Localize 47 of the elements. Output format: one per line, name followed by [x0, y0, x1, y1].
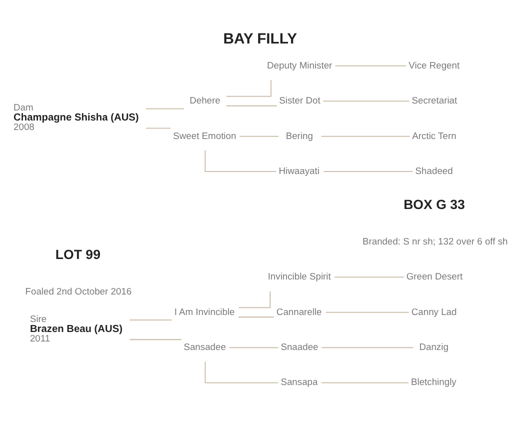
node-text: Sister Dot: [279, 96, 320, 106]
node-text: Arctic Tern: [412, 130, 456, 141]
connector: [240, 136, 279, 137]
node-text: Sansapa: [280, 377, 318, 388]
connector: [130, 339, 182, 340]
label: LOT 99: [55, 247, 100, 262]
connector: [204, 150, 276, 172]
node-text: Sansadee: [184, 342, 226, 352]
node-text: Danzig: [419, 342, 448, 352]
connector: [146, 128, 171, 129]
node-text: Vice Regent: [408, 60, 460, 70]
connector: [204, 362, 278, 384]
connector: [334, 276, 404, 278]
node-text: Green Desert: [406, 272, 463, 282]
connector: [326, 312, 409, 313]
node-text: Cannarelle: [276, 306, 322, 317]
node-text: Snaadee: [280, 342, 318, 352]
node-text: Sire Brazen Beau (AUS) 2011: [30, 314, 123, 344]
connector: [238, 316, 274, 318]
node-text: Bering: [286, 130, 313, 141]
connector: [322, 382, 409, 384]
connector: [226, 80, 272, 97]
connector: [322, 347, 414, 348]
connector: [321, 136, 410, 137]
connector: [229, 347, 278, 348]
node-text: Bletchingly: [411, 377, 456, 388]
node-text: Invincible Spirit: [268, 272, 331, 282]
label: Foaled 2nd October 2016: [25, 286, 132, 296]
connector: [324, 171, 413, 172]
connector: [146, 108, 184, 110]
connector: [238, 291, 271, 308]
connector: [335, 65, 406, 66]
node-text: Dam Champagne Shisha (AUS) 2008: [14, 102, 139, 132]
diagram-title: BAY FILLY: [223, 31, 298, 48]
node-text: Secretariat: [412, 96, 458, 106]
label: BOX G 33: [404, 197, 465, 212]
node-text: Dehere: [190, 96, 220, 106]
node-text: Hiwaayati: [278, 166, 320, 176]
node-text: Shadeed: [415, 166, 453, 176]
node-text: I Am Invincible: [174, 306, 235, 317]
connector: [130, 319, 172, 320]
connector: [226, 105, 277, 106]
connector: [323, 100, 410, 102]
node-text: Sweet Emotion: [173, 130, 236, 141]
node-text: Canny Lad: [411, 306, 457, 317]
label: Branded: S nr sh; 132 over 6 off sh: [362, 236, 508, 246]
node-text: Deputy Minister: [267, 60, 332, 70]
